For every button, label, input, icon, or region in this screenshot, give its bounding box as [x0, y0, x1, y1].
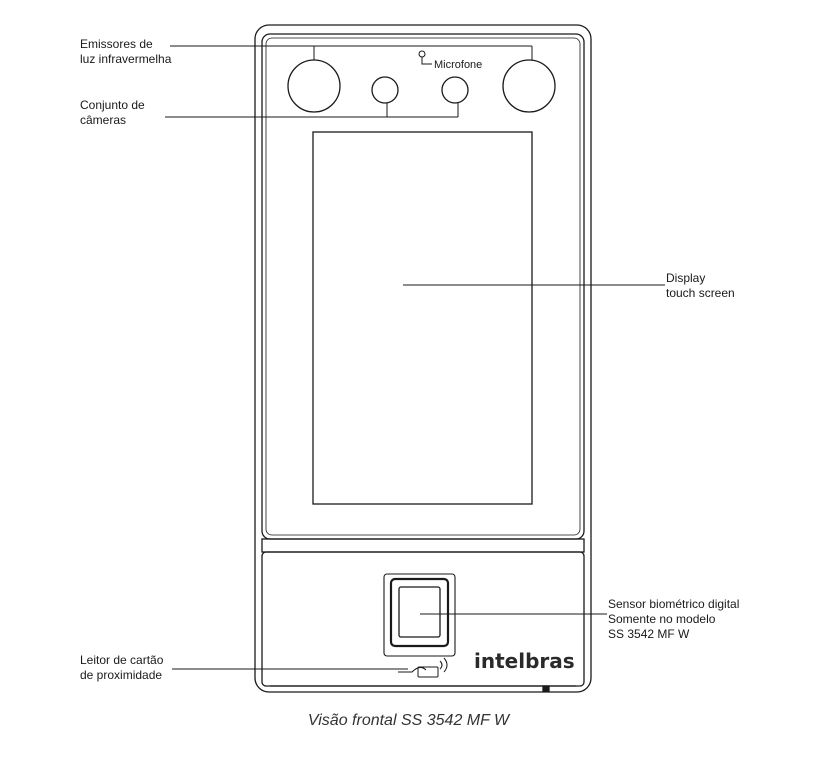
card-reader-wave-2: [443, 657, 448, 673]
label-leitor-line1: Leitor de cartão: [80, 653, 164, 667]
microphone-hole: [418, 50, 426, 58]
fingerprint-sensor-housing: [383, 573, 456, 657]
device-top-panel: [261, 33, 585, 540]
camera-right: [441, 76, 469, 104]
leader-lines: [165, 45, 665, 670]
device-body: [254, 24, 592, 693]
infrared-emitter-right: [502, 59, 556, 113]
fingerprint-sensor-pad: [398, 586, 441, 638]
label-emissores-line1: Emissores de: [80, 37, 153, 51]
infrared-emitter-left: [287, 59, 341, 113]
label-display-line2: touch screen: [666, 286, 735, 300]
leader-emissores: [170, 45, 533, 60]
figure-caption: Visão frontal SS 3542 MF W: [307, 712, 510, 729]
label-sensor-line1: Sensor biométrico digital: [608, 597, 739, 611]
fingerprint-sensor-frame: [389, 577, 450, 648]
card-reader-hand: [398, 666, 427, 673]
label-cameras-line2: câmeras: [80, 113, 126, 127]
display-screen: [312, 131, 533, 505]
leader-cameras: [165, 103, 459, 118]
device-outer-frame: [254, 24, 592, 693]
card-reader-icon: [398, 657, 448, 678]
camera-left: [371, 76, 399, 104]
label-emissores-line2: luz infravermelha: [80, 52, 172, 66]
label-display-line1: Display: [666, 271, 705, 285]
card-reader-wave-1: [439, 660, 443, 670]
label-microfone: Microfone: [434, 59, 482, 71]
label-leitor-line2: de proximidade: [80, 668, 162, 682]
label-sensor-line3: SS 3542 MF W: [608, 627, 690, 641]
device-top-panel-inner: [265, 37, 581, 536]
label-cameras-line1: Conjunto de: [80, 98, 145, 112]
leader-microfone: [421, 57, 432, 65]
brand-logo: intelbras: [474, 649, 575, 673]
device-band: [261, 538, 585, 553]
card-reader-card: [417, 666, 439, 678]
device-bottom-notch: [542, 685, 550, 692]
fingerprint-sensor: [383, 573, 456, 657]
label-sensor-line2: Somente no modelo: [608, 612, 716, 626]
